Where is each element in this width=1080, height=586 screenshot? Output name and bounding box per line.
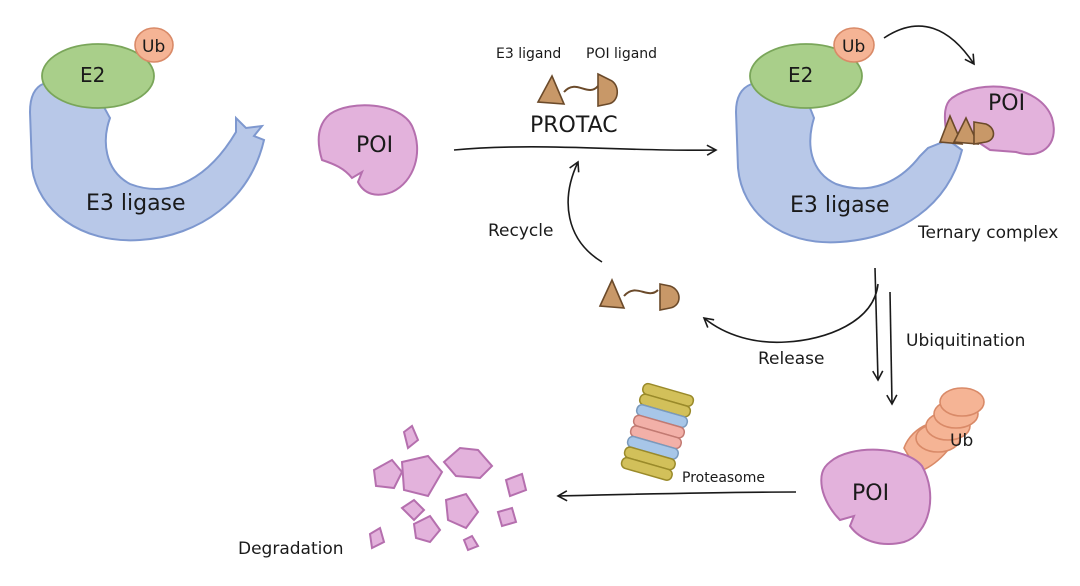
ternary-complex: E2 Ub POI E3 ligase Ternary complex (734, 25, 1058, 244)
recycle-label: Recycle (488, 221, 553, 241)
ternary-poi-label: POI (988, 91, 1025, 116)
release-arrow (702, 283, 879, 344)
ternary-ub-label: Ub (842, 37, 865, 57)
fragment (412, 514, 442, 544)
released-linker (623, 289, 659, 297)
protac-label: PROTAC (530, 113, 618, 138)
poi-ligand-half (597, 72, 619, 107)
poi-ligand-label: POI ligand (586, 46, 657, 62)
e3-ligand-triangle (536, 74, 566, 105)
poi-label: POI (356, 133, 393, 158)
ternary-ligand-triangle-2 (952, 116, 980, 145)
proteasome-label: Proteasome (682, 470, 765, 486)
ubiquitination-label: Ubiquitination (906, 331, 1025, 351)
e3-ligase-shape (28, 80, 266, 242)
e2-label: E2 (80, 63, 105, 87)
fragment (368, 526, 386, 550)
ternary-ub-shape (833, 27, 875, 63)
ubiquitination-arrow-2 (886, 291, 898, 406)
e3-ligase-label: E3 ligase (86, 191, 186, 216)
ubiquitination-arrow-1 (872, 267, 884, 382)
ub-shape (134, 27, 174, 63)
e2-shape (41, 43, 155, 109)
poi-ub-shape (820, 448, 932, 545)
e3-ligand-label: E3 ligand (496, 46, 561, 62)
ub-transfer-arrow (883, 25, 975, 66)
ternary-ligand-half (973, 121, 995, 145)
fragment (400, 498, 426, 522)
fragment (444, 492, 480, 530)
fragment (400, 454, 444, 498)
ub-chain-4 (939, 387, 985, 417)
released-poi-ligand (659, 283, 680, 311)
poi-ubiquitinated: Ub POI (820, 387, 985, 545)
protac-linker (563, 85, 599, 93)
poi-shape (317, 104, 419, 196)
fragment (496, 506, 518, 528)
formation-arrow (453, 144, 718, 156)
poi-ub-label: POI (852, 481, 889, 506)
fragment (462, 534, 480, 552)
ternary-e2-label: E2 (788, 63, 813, 87)
ternary-complex-label: Ternary complex (917, 223, 1058, 243)
degradation-arrow (556, 490, 797, 502)
release-label: Release (758, 349, 824, 369)
fragment (372, 458, 404, 490)
ub-chain-label: Ub (950, 431, 973, 451)
e3-complex-free: E2 Ub E3 ligase (28, 27, 266, 242)
poi-free: POI (317, 104, 419, 196)
fragment (504, 472, 528, 498)
ternary-e2-shape (749, 43, 863, 109)
degradation-label: Degradation (238, 539, 344, 559)
ternary-e3-shape (734, 81, 964, 244)
fragment (442, 446, 494, 480)
degradation-fragments (368, 424, 528, 552)
protac-molecule: E3 ligand POI ligand PROTAC (496, 46, 657, 138)
ub-label: Ub (142, 37, 165, 57)
released-e3-ligand (598, 278, 626, 309)
fragment (402, 424, 420, 450)
proteasome (620, 382, 695, 481)
ternary-e3-label: E3 ligase (790, 193, 890, 218)
protac-released (598, 278, 680, 311)
recycle-arrow (567, 160, 603, 263)
